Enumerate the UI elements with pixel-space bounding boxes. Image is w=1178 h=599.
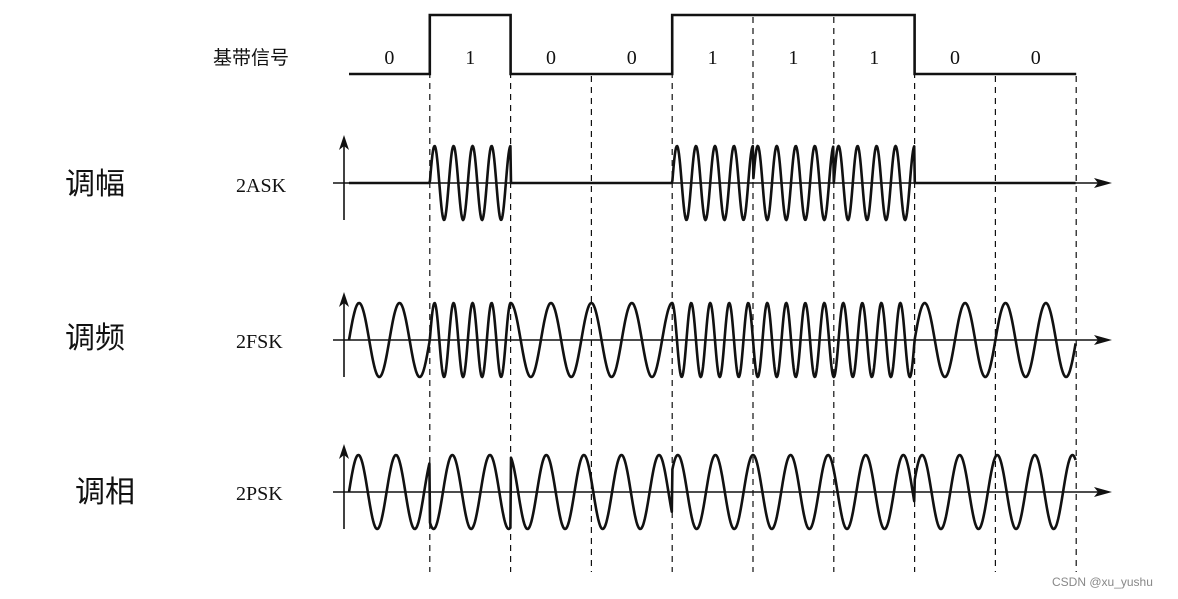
bit-label: 1: [465, 47, 475, 69]
row-title-ask: 调幅: [65, 167, 125, 202]
baseband-title: 基带信号: [213, 47, 289, 69]
waveform-2fsk: [347, 301, 1077, 379]
bit-label: 1: [869, 47, 879, 69]
bit-label: 0: [384, 47, 394, 69]
bit-label: 1: [708, 47, 718, 69]
bit-labels: 0 1 0 0 1 1 1 0 0: [384, 47, 1040, 69]
bit-boundary-guides: [429, 17, 1077, 572]
time-axis-arrow: [1094, 487, 1112, 497]
bit-label: 0: [1031, 47, 1041, 69]
row-title-fsk: 调频: [65, 321, 125, 356]
bit-label: 0: [627, 47, 637, 69]
row-label-ask: 2ASK: [236, 175, 287, 197]
watermark: CSDN @xu_yushu: [1052, 575, 1153, 589]
time-axis-arrow: [1094, 335, 1112, 345]
time-axis-arrow: [1094, 178, 1112, 188]
row-label-psk: 2PSK: [236, 483, 283, 505]
waveform-2ask: [348, 144, 1077, 222]
row-label-fsk: 2FSK: [236, 331, 283, 353]
bit-label: 0: [546, 47, 556, 69]
bit-label: 0: [950, 47, 960, 69]
amplitude-axis-arrow: [339, 444, 349, 459]
amplitude-axis-arrow: [339, 292, 349, 307]
bit-label: 1: [788, 47, 798, 69]
amplitude-axis-arrow: [339, 135, 349, 150]
row-title-psk: 调相: [75, 475, 135, 510]
waveform-2psk: [347, 453, 1077, 531]
